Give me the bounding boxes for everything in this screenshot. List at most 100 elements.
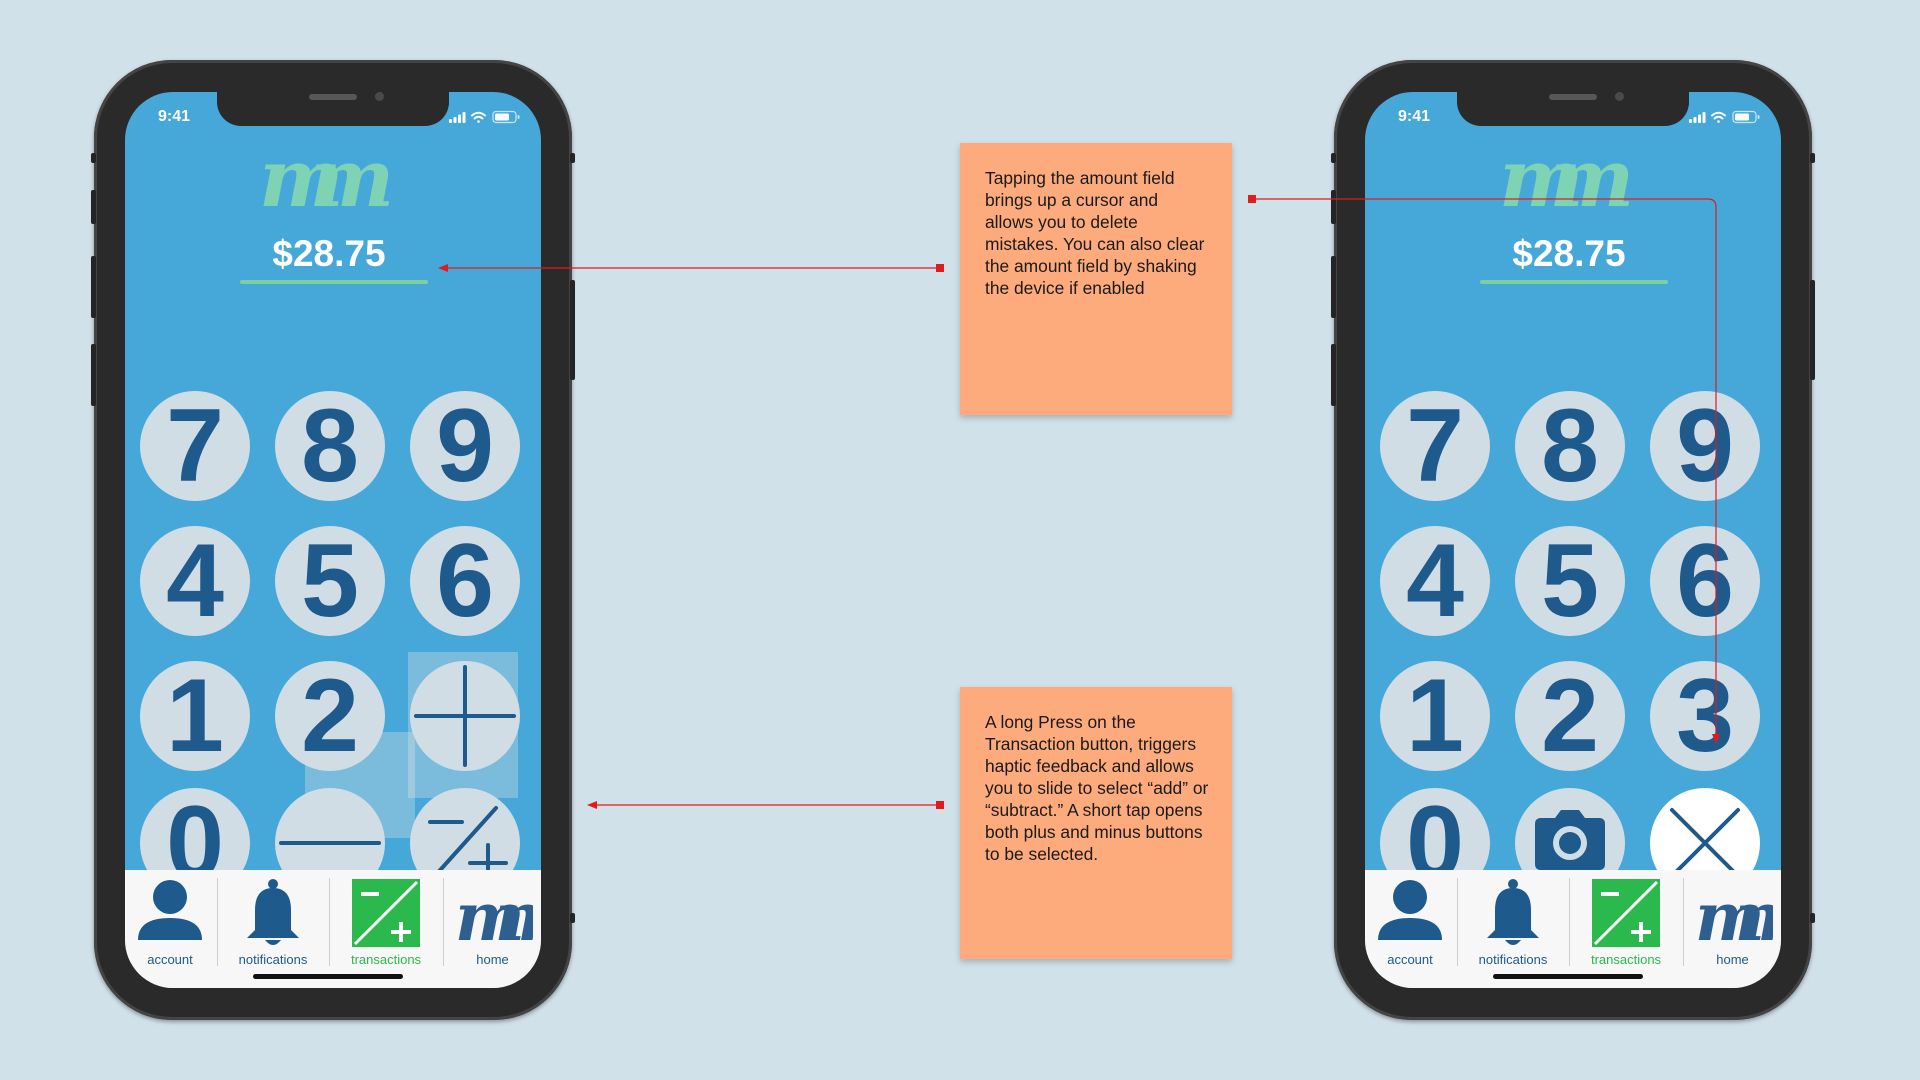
status-time: 9:41 <box>158 108 191 125</box>
arrow-to-transaction-button <box>587 801 944 809</box>
tab-account-label: account <box>147 952 193 967</box>
annotation-note-amount-field: Tapping the amount field brings up a cur… <box>960 143 1232 415</box>
side-button <box>1331 153 1336 163</box>
bell-icon <box>247 879 299 945</box>
mm-logo: mm <box>1499 136 1641 224</box>
key-4[interactable]: 4 <box>1380 526 1490 636</box>
tab-transactions-label: transactions <box>1590 952 1662 967</box>
home-logo-icon: mm <box>1695 878 1782 956</box>
tab-bar: account notifications transac <box>125 870 541 988</box>
notch <box>1457 92 1689 126</box>
tab-home-label: home <box>476 952 509 967</box>
power-button <box>570 280 575 380</box>
tab-notifications-label: notifications <box>238 952 308 967</box>
arrow-to-amount-field <box>438 264 944 272</box>
power-button <box>1810 153 1815 163</box>
key-6[interactable]: 6 <box>410 526 520 636</box>
person-icon <box>138 880 202 940</box>
key-8[interactable]: 8 <box>275 391 385 501</box>
wifi-icon <box>1711 111 1726 123</box>
front-camera <box>1615 92 1624 101</box>
svg-text:mm: mm <box>1695 878 1773 950</box>
key-6[interactable]: 6 <box>1650 526 1760 636</box>
tab-divider <box>217 878 218 966</box>
amount-underline <box>240 280 428 284</box>
volume-button <box>91 344 96 406</box>
phone-screen: 9:41 mm $28.75 7 8 <box>125 92 541 988</box>
plus-icon <box>414 665 516 767</box>
tab-home-label: home <box>1716 952 1749 967</box>
amount-underline <box>1480 280 1668 284</box>
key-7[interactable]: 7 <box>1380 391 1490 501</box>
phone-screen: 9:41 mm $28.75 7 8 9 4 <box>1365 92 1781 988</box>
tab-transactions[interactable]: transactions <box>1570 878 1682 968</box>
key-8[interactable]: 8 <box>1515 391 1625 501</box>
tab-transactions[interactable]: transactions <box>330 878 442 968</box>
power-button <box>570 153 575 163</box>
minus-icon <box>279 841 381 845</box>
arrow-to-clear-button <box>1248 195 1720 744</box>
transactions-icon <box>1592 879 1660 947</box>
right-phone-mockup: 9:41 mm $28.75 7 8 9 4 <box>1331 60 1815 1020</box>
camera-icon <box>1535 810 1605 870</box>
side-button <box>1810 913 1815 923</box>
person-icon <box>1378 880 1442 940</box>
battery-icon <box>1732 110 1760 124</box>
volume-down-button <box>1331 256 1336 318</box>
front-camera <box>375 92 384 101</box>
svg-text:mm: mm <box>455 878 533 950</box>
side-button <box>570 913 575 923</box>
wifi-icon <box>471 111 486 123</box>
tab-account-label: account <box>1387 952 1433 967</box>
key-3[interactable]: 3 <box>1650 661 1760 771</box>
amount-field[interactable]: $28.75 <box>1512 233 1626 274</box>
key-5[interactable]: 5 <box>275 526 385 636</box>
key-4[interactable]: 4 <box>140 526 250 636</box>
tab-transactions-label: transactions <box>350 952 422 967</box>
tab-notifications-label: notifications <box>1478 952 1548 967</box>
transactions-icon <box>352 879 420 947</box>
volume-down-button <box>91 256 96 318</box>
key-5[interactable]: 5 <box>1515 526 1625 636</box>
tab-account[interactable]: account <box>125 878 215 968</box>
annotation-note-transaction-button: A long Press on the Transaction button, … <box>960 687 1232 959</box>
tab-notifications[interactable]: notifications <box>218 878 328 968</box>
status-icons <box>449 110 520 124</box>
key-2[interactable]: 2 <box>1515 661 1625 771</box>
key-2[interactable]: 2 <box>275 661 385 771</box>
key-7[interactable]: 7 <box>140 391 250 501</box>
tab-divider <box>443 878 444 966</box>
left-phone-mockup: 9:41 mm $28.75 7 8 <box>91 60 575 1020</box>
home-indicator <box>253 974 403 979</box>
key-1[interactable]: 1 <box>1380 661 1490 771</box>
close-icon <box>1670 808 1740 878</box>
amount-field[interactable]: $28.75 <box>272 233 386 274</box>
status-icons <box>1689 110 1760 124</box>
key-9[interactable]: 9 <box>410 391 520 501</box>
key-1[interactable]: 1 <box>140 661 250 771</box>
tab-notifications[interactable]: notifications <box>1458 878 1568 968</box>
speaker <box>1549 94 1597 100</box>
tab-divider <box>1683 878 1684 966</box>
tab-home[interactable]: mm home <box>1684 878 1782 968</box>
tab-divider <box>329 878 330 966</box>
bell-icon <box>1487 879 1539 945</box>
power-button <box>1810 280 1815 380</box>
key-9[interactable]: 9 <box>1650 391 1760 501</box>
tab-divider <box>1457 878 1458 966</box>
tab-account[interactable]: account <box>1365 878 1455 968</box>
cellular-signal-icon <box>449 112 466 123</box>
side-button <box>91 153 96 163</box>
home-indicator <box>1493 974 1643 979</box>
tab-home[interactable]: mm home <box>444 878 542 968</box>
tab-bar: account notifications transac <box>1365 870 1781 988</box>
status-time: 9:41 <box>1398 108 1431 125</box>
mm-logo: mm <box>259 136 401 224</box>
volume-button <box>1331 344 1336 406</box>
home-logo-icon: mm <box>455 878 542 956</box>
volume-up-button <box>91 190 96 224</box>
add-button[interactable] <box>410 661 520 771</box>
speaker <box>309 94 357 100</box>
notch <box>217 92 449 126</box>
